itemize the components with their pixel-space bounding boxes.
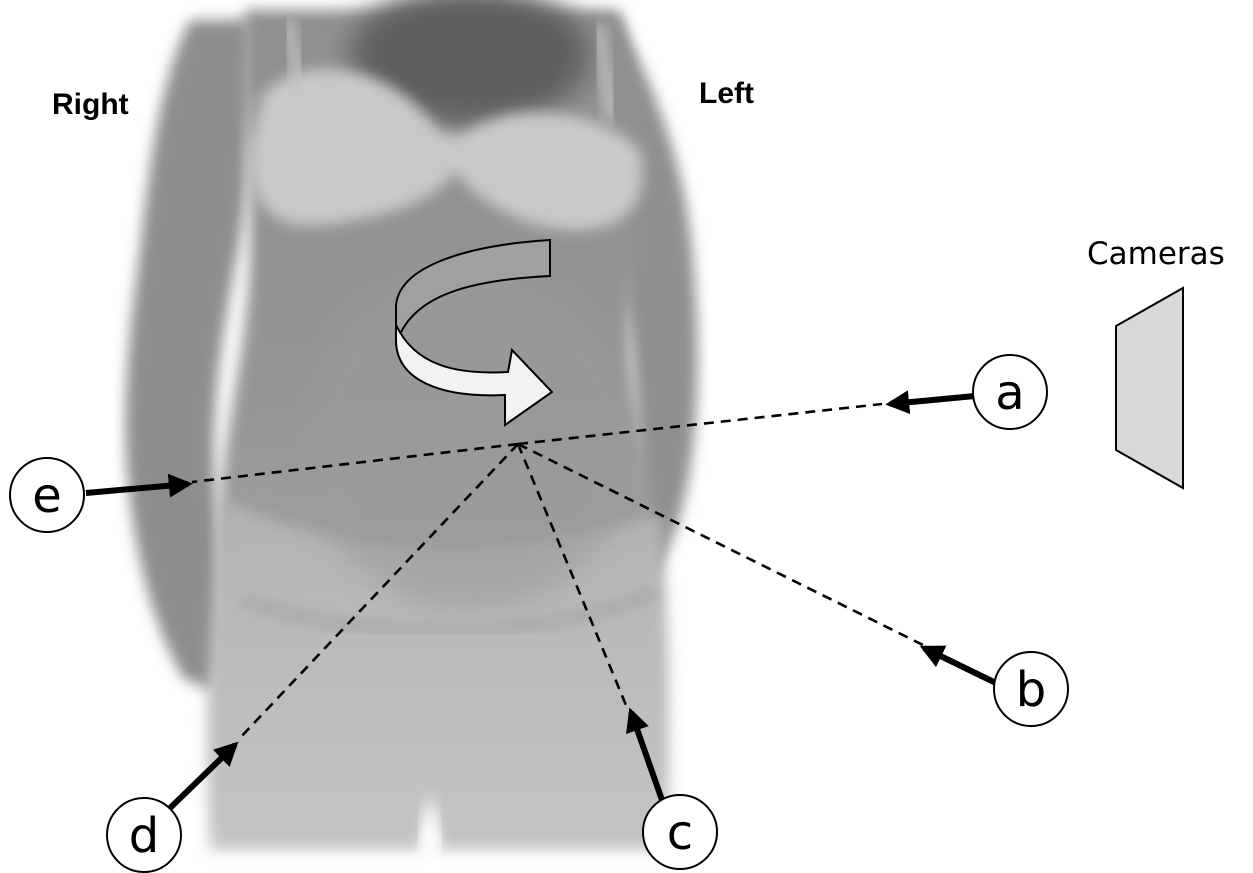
marker-e-letter: e: [32, 468, 62, 524]
marker-d: d: [107, 798, 181, 872]
arrow-a: [890, 396, 975, 404]
belly-shading: [300, 270, 640, 610]
marker-c-letter: c: [667, 805, 693, 861]
marker-d-letter: d: [129, 808, 159, 864]
marker-b: b: [994, 652, 1068, 726]
marker-c: c: [643, 795, 717, 869]
marker-a-letter: a: [995, 365, 1024, 421]
marker-a: a: [973, 355, 1047, 429]
label-left-side: Left: [699, 77, 754, 110]
torso-thermal-image: [125, 0, 697, 850]
camera-panel-icon: [1116, 288, 1183, 488]
arrow-b: [924, 648, 998, 684]
marker-e: e: [10, 458, 84, 532]
cameras-label: Cameras: [1087, 236, 1225, 272]
label-right-side: Right: [52, 88, 129, 121]
marker-b-letter: b: [1016, 662, 1046, 718]
